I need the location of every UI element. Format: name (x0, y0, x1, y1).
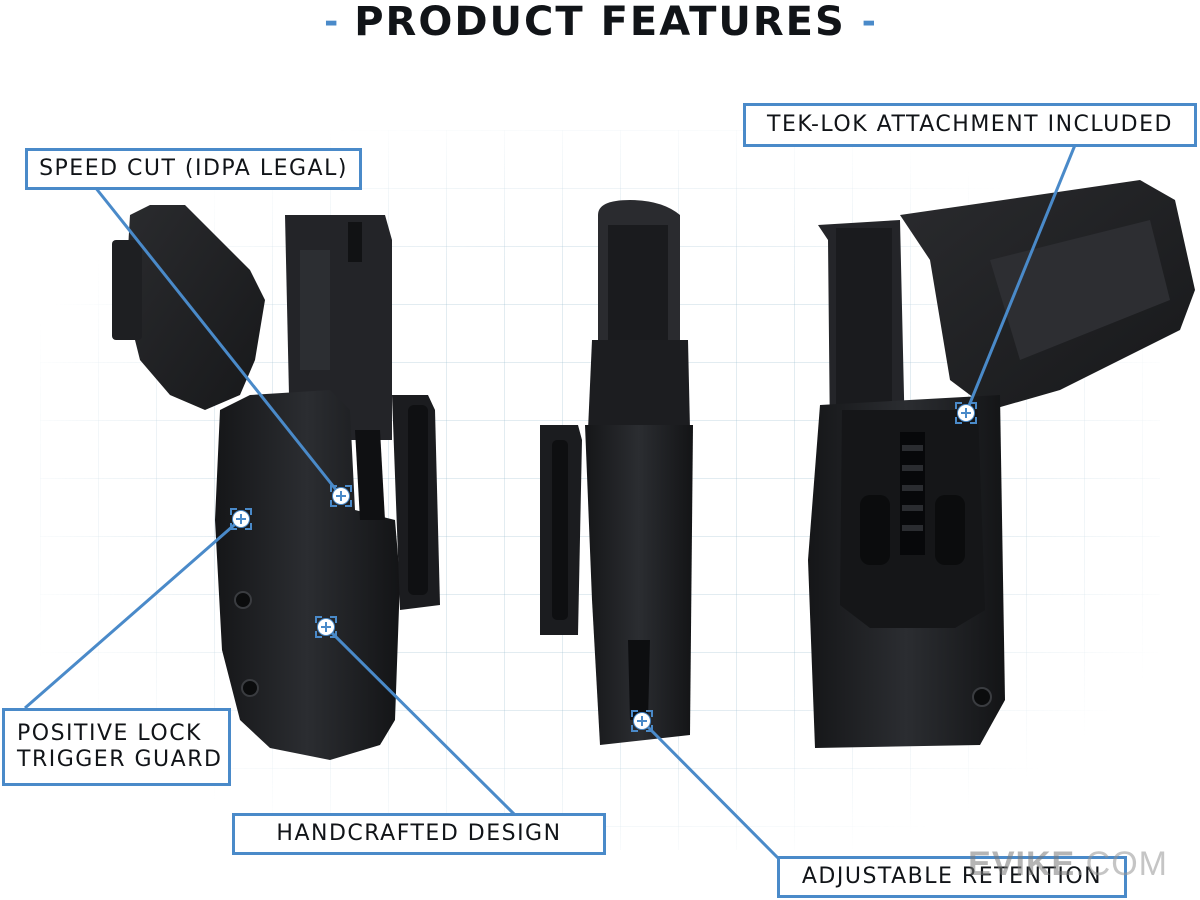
callout-positive-lock-line2: TRIGGER GUARD (17, 747, 223, 772)
callout-tek-lok: TEK-LOK ATTACHMENT INCLUDED (743, 103, 1197, 147)
page-title: PRODUCT FEATURES (354, 0, 846, 45)
plus-marker-icon[interactable] (230, 508, 252, 530)
plus-marker-icon[interactable] (315, 616, 337, 638)
title-bar: - PRODUCT FEATURES - (0, 0, 1200, 44)
watermark-suffix: .COM (1075, 845, 1168, 883)
watermark-brand: EVIKE (968, 845, 1076, 883)
plus-marker-icon[interactable] (330, 485, 352, 507)
callout-adjustable-retention: ADJUSTABLE RETENTION (777, 856, 1127, 898)
title-left-dash: - (324, 2, 339, 42)
callout-speed-cut: SPEED CUT (IDPA LEGAL) (25, 148, 362, 190)
callout-positive-lock: POSITIVE LOCK TRIGGER GUARD (2, 708, 231, 786)
plus-marker-icon[interactable] (631, 710, 653, 732)
watermark-logo: EVIKE.COM (968, 845, 1168, 884)
plus-marker-icon[interactable] (955, 402, 977, 424)
title-right-dash: - (861, 2, 876, 42)
callout-positive-lock-line1: POSITIVE LOCK (17, 720, 202, 746)
callout-handcrafted: HANDCRAFTED DESIGN (232, 813, 606, 855)
